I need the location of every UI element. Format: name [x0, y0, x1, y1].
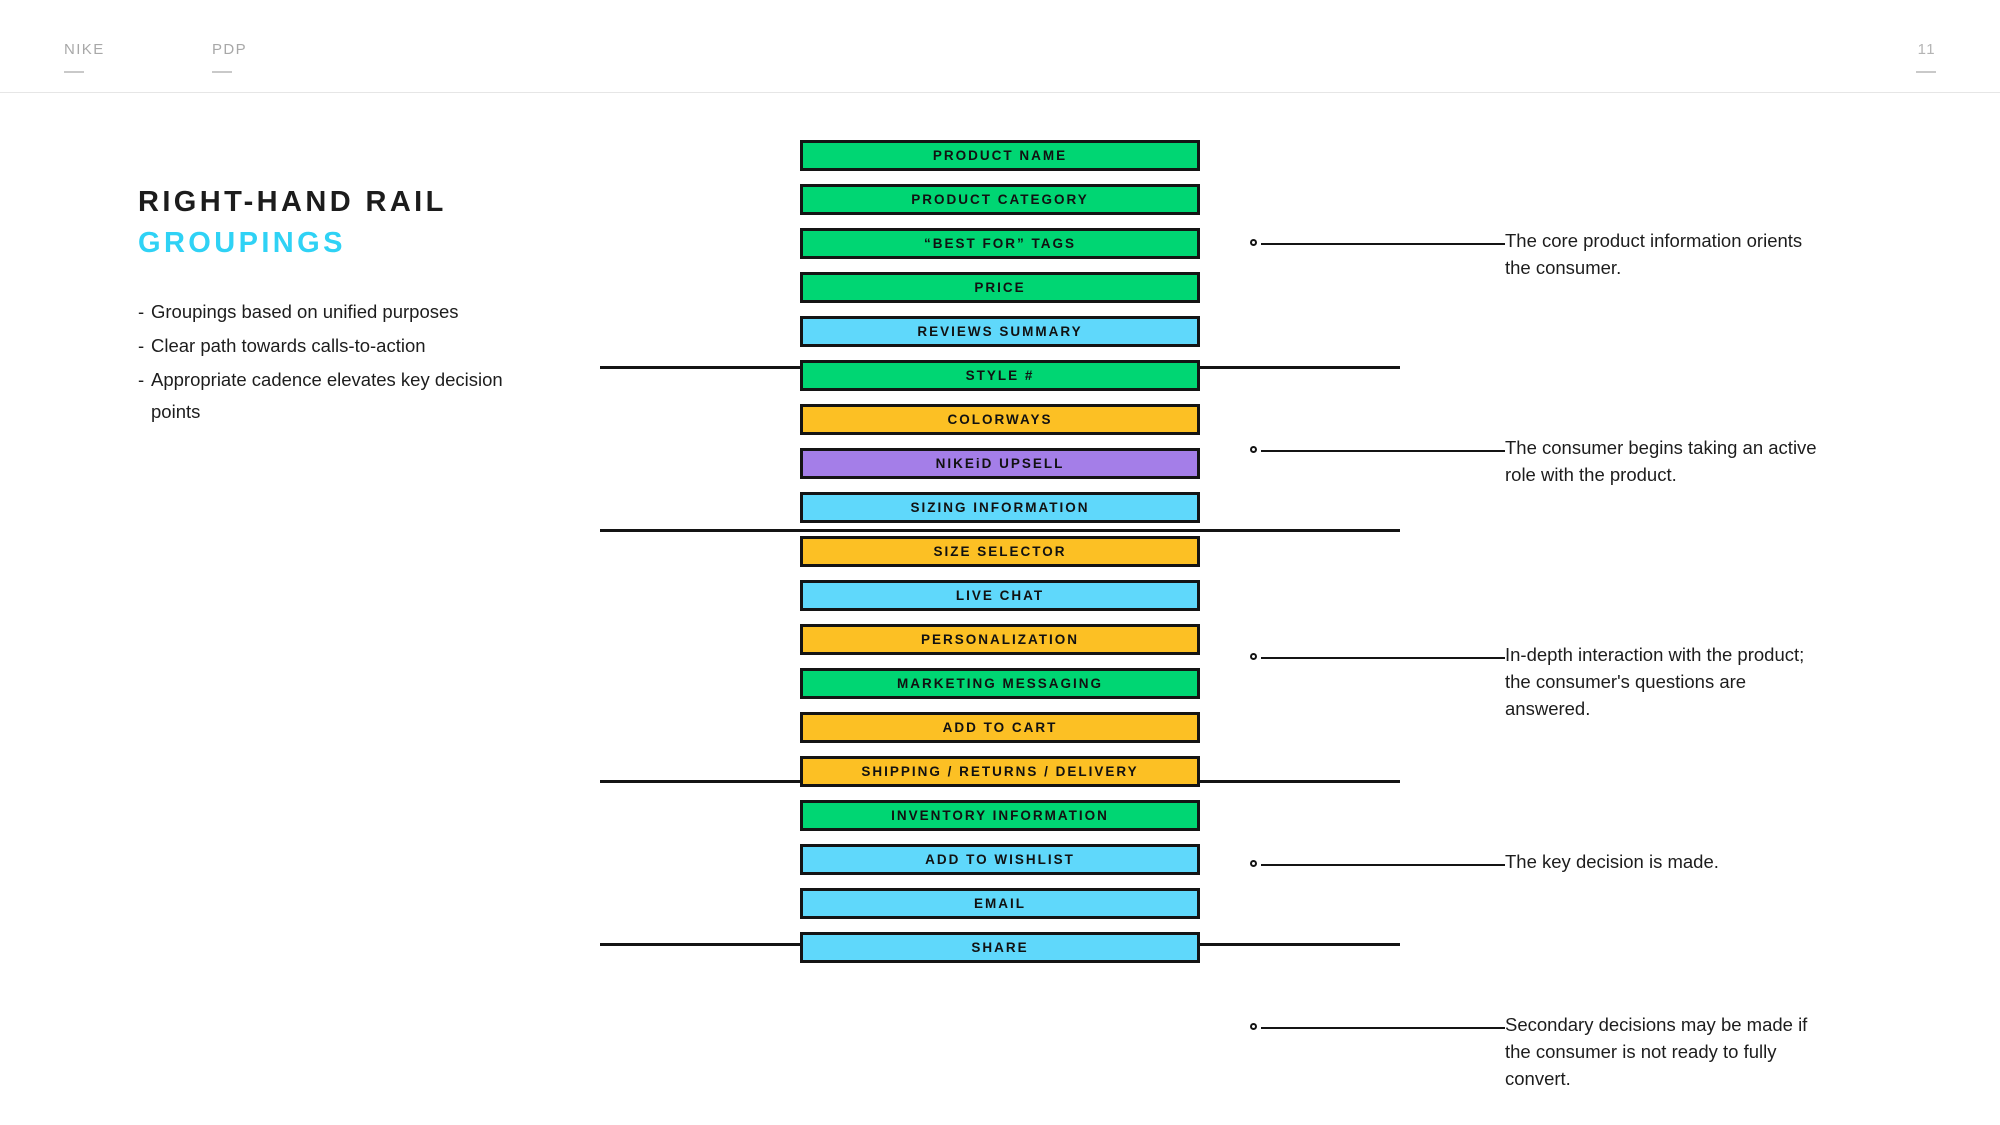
bar-group: SIZING INFORMATION SIZE SELECTOR LIVE CHAT… — [800, 492, 1200, 699]
rail-module-bar[interactable]: SHARE — [800, 932, 1200, 963]
page-title-accent: GROUPINGS — [138, 227, 346, 259]
rail-module-bar[interactable]: SIZE SELECTOR — [800, 536, 1200, 567]
bullet-dash: - — [138, 335, 145, 356]
rail-module-bar[interactable]: COLORWAYS — [800, 404, 1200, 435]
page-title-primary: RIGHT-HAND RAIL — [138, 186, 447, 218]
list-item: - Clear path towards calls-to-action — [138, 330, 538, 362]
connector-line — [1261, 449, 1505, 452]
rail-module-label: ADD TO WISHLIST — [925, 851, 1075, 867]
callout-text: Secondary decisions may be made if the c… — [1505, 1013, 1808, 1089]
rail-module-label: MARKETING MESSAGING — [896, 675, 1103, 691]
connector-dot-icon — [1250, 1022, 1257, 1030]
rail-module-label: COLORWAYS — [947, 411, 1053, 427]
left-column: RIGHT-HAND RAIL GROUPINGS - Groupings ba… — [138, 182, 538, 430]
header-divider — [0, 92, 2000, 93]
rail-module-bar[interactable]: PRODUCT CATEGORY — [800, 184, 1200, 215]
callout-text: The consumer begins taking an active rol… — [1505, 436, 1817, 485]
callout: The consumer begins taking an active rol… — [1250, 437, 1825, 488]
rail-module-bar[interactable]: EMAIL — [800, 888, 1200, 919]
rail-module-bar[interactable]: LIVE CHAT — [800, 580, 1200, 611]
list-item: - Appropriate cadence elevates key decis… — [138, 364, 538, 428]
rail-module-label: PRODUCT NAME — [932, 147, 1068, 163]
rail-module-label: INVENTORY INFORMATION — [891, 807, 1109, 823]
rail-module-label: SIZE SELECTOR — [933, 543, 1067, 559]
rail-module-bar[interactable]: PERSONALIZATION — [800, 624, 1200, 655]
bullet-list: - Groupings based on unified purposes - … — [138, 296, 538, 428]
bar-group: PRODUCT NAME PRODUCT CATEGORY “BEST FOR” T… — [800, 140, 1200, 347]
callout: The key decision is made. — [1250, 851, 1719, 876]
rail-module-bar[interactable]: INVENTORY INFORMATION — [800, 800, 1200, 831]
callout-text: The core product information orients the… — [1505, 229, 1803, 278]
rail-module-bar[interactable]: “BEST FOR” TAGS — [800, 228, 1200, 259]
rail-module-label: SIZING INFORMATION — [910, 499, 1090, 515]
rail-groupings-diagram: PRODUCT NAME PRODUCT CATEGORY “BEST FOR” T… — [600, 140, 1400, 1100]
rail-module-bar[interactable]: PRODUCT NAME — [800, 140, 1200, 171]
rail-module-bar[interactable]: STYLE # — [800, 360, 1200, 391]
callout: Secondary decisions may be made if the c… — [1250, 1014, 1825, 1092]
rail-module-label: PRODUCT CATEGORY — [911, 191, 1089, 207]
header-section-rule — [212, 71, 232, 73]
callout-connector — [1250, 234, 1505, 255]
callout-connector — [1250, 1018, 1505, 1039]
rail-module-label: PRICE — [974, 279, 1026, 295]
rail-module-label: NIKEiD UPSELL — [935, 455, 1065, 471]
slide-header: NIKE PDP 11 — [0, 0, 2000, 92]
rail-module-label: “BEST FOR” TAGS — [923, 235, 1076, 251]
connector-dot-icon — [1250, 859, 1257, 867]
header-brand-rule — [64, 71, 84, 73]
rail-module-label: STYLE # — [965, 367, 1035, 383]
bullet-text: Groupings based on unified purposes — [151, 301, 459, 322]
callout-text: In-depth interaction with the product; t… — [1505, 643, 1805, 719]
connector-line — [1261, 863, 1505, 866]
callout-connector — [1250, 855, 1505, 876]
group-divider — [600, 529, 1400, 532]
connector-dot-icon — [1250, 652, 1257, 660]
rail-module-bar[interactable]: PRICE — [800, 272, 1200, 303]
rail-module-label: SHIPPING / RETURNS / DELIVERY — [861, 763, 1139, 779]
page-number-label: 11 — [1917, 41, 1936, 58]
header-brand-label: NIKE — [64, 41, 105, 58]
connector-dot-icon — [1250, 445, 1257, 453]
rail-module-bar[interactable]: NIKEiD UPSELL — [800, 448, 1200, 479]
rail-module-label: LIVE CHAT — [955, 587, 1045, 603]
rail-module-bar[interactable]: SIZING INFORMATION — [800, 492, 1200, 523]
bullet-text: Appropriate cadence elevates key decisio… — [151, 369, 503, 422]
bullet-dash: - — [138, 369, 145, 390]
rail-module-bar[interactable]: SHIPPING / RETURNS / DELIVERY — [800, 756, 1200, 787]
connector-line — [1261, 1026, 1505, 1029]
rail-module-label: REVIEWS SUMMARY — [917, 323, 1083, 339]
connector-dot-icon — [1250, 238, 1257, 246]
bar-group: ADD TO WISHLIST EMAIL SHARE — [800, 844, 1200, 963]
rail-module-bar[interactable]: ADD TO WISHLIST — [800, 844, 1200, 875]
callout-connector — [1250, 648, 1505, 669]
callout: The core product information orients the… — [1250, 230, 1825, 281]
rail-module-label: ADD TO CART — [942, 719, 1058, 735]
header-section-label: PDP — [212, 41, 248, 58]
bar-group: STYLE # COLORWAYS NIKEiD UPSELL — [800, 360, 1200, 479]
header-page-rule — [1916, 71, 1936, 73]
callout-text: The key decision is made. — [1505, 850, 1719, 872]
header-section: PDP — [212, 42, 247, 73]
header-brand: NIKE — [64, 42, 105, 73]
callout-connector — [1250, 441, 1505, 462]
rail-module-label: SHARE — [971, 939, 1029, 955]
rail-module-label: EMAIL — [974, 895, 1026, 911]
connector-line — [1261, 656, 1505, 659]
rail-module-bar[interactable]: ADD TO CART — [800, 712, 1200, 743]
list-item: - Groupings based on unified purposes — [138, 296, 538, 328]
header-page-number: 11 — [1916, 42, 1936, 73]
connector-line — [1261, 242, 1505, 245]
callout: In-depth interaction with the product; t… — [1250, 644, 1825, 722]
rail-module-bar[interactable]: REVIEWS SUMMARY — [800, 316, 1200, 347]
bar-group: ADD TO CART SHIPPING / RETURNS / DELIVERY… — [800, 712, 1200, 831]
bullet-dash: - — [138, 301, 145, 322]
rail-module-label: PERSONALIZATION — [921, 631, 1079, 647]
bullet-text: Clear path towards calls-to-action — [151, 335, 426, 356]
rail-module-bar[interactable]: MARKETING MESSAGING — [800, 668, 1200, 699]
